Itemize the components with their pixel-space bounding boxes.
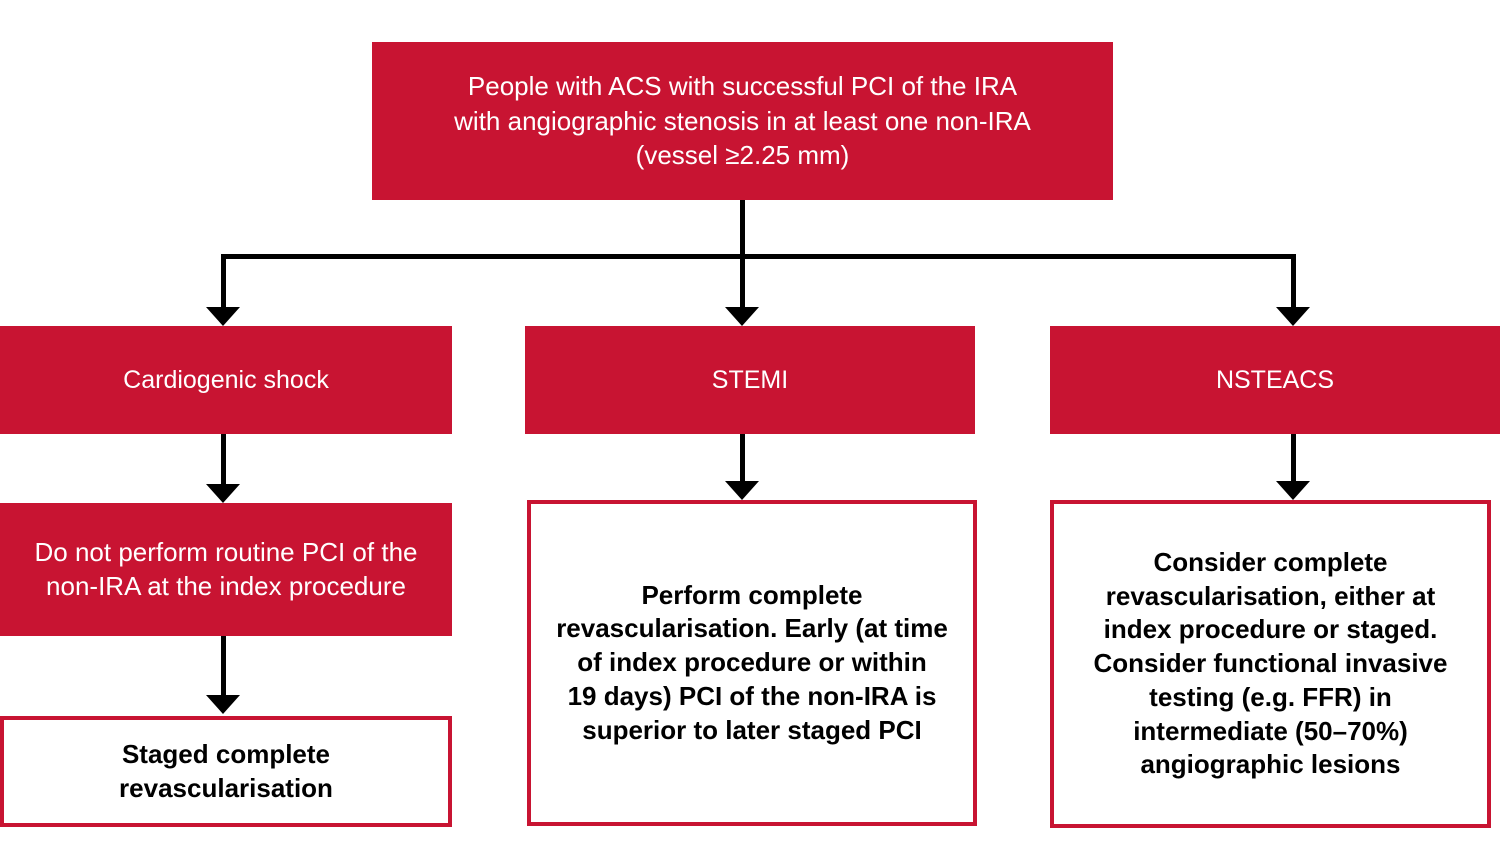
arrowhead-to-nsteacs [1276,307,1310,326]
node-nsteacs-label: NSTEACS [1215,365,1335,394]
node-shock-action: Do not perform routine PCI of the non-IR… [0,503,452,636]
arrowhead-nsteacs-action [1276,481,1310,500]
node-shock-outcome: Staged complete revascularisation [0,716,452,827]
connector-stemi-to-action [740,434,745,482]
node-stemi: STEMI [525,326,975,434]
node-nsteacs-action: Consider complete revascularisation, eit… [1050,500,1491,828]
arrowhead-stemi-action [725,481,759,500]
connector-nsteacs-to-action [1291,434,1296,482]
node-root-population: People with ACS with successful PCI of t… [372,42,1113,200]
arrowhead-to-shock [206,307,240,326]
node-nsteacs: NSTEACS [1050,326,1500,434]
connector-center-drop [740,256,745,308]
connector-root-stem [740,200,745,258]
connector-shock-to-action [221,434,226,484]
node-shock-outcome-text: Staged complete revascularisation [119,739,333,803]
node-stemi-label: STEMI [711,365,789,394]
connector-branch-horizontal [221,254,1296,259]
arrowhead-shock-outcome [206,695,240,714]
node-shock-action-text: Do not perform routine PCI of the non-IR… [34,536,418,601]
arrowhead-shock-action [206,484,240,503]
arrowhead-to-stemi [725,307,759,326]
node-root-text: People with ACS with successful PCI of t… [454,71,1031,171]
node-nsteacs-action-text: Consider complete revascularisation, eit… [1093,546,1448,780]
node-cardiogenic-shock: Cardiogenic shock [0,326,452,434]
node-stemi-action-text: Perform complete revascularisation. Earl… [556,579,948,745]
node-stemi-action: Perform complete revascularisation. Earl… [527,500,977,826]
connector-right-drop [1291,256,1296,308]
connector-shock-action-to-outcome [221,636,226,696]
node-cardiogenic-shock-label: Cardiogenic shock [123,365,329,394]
connector-left-drop [221,256,226,308]
